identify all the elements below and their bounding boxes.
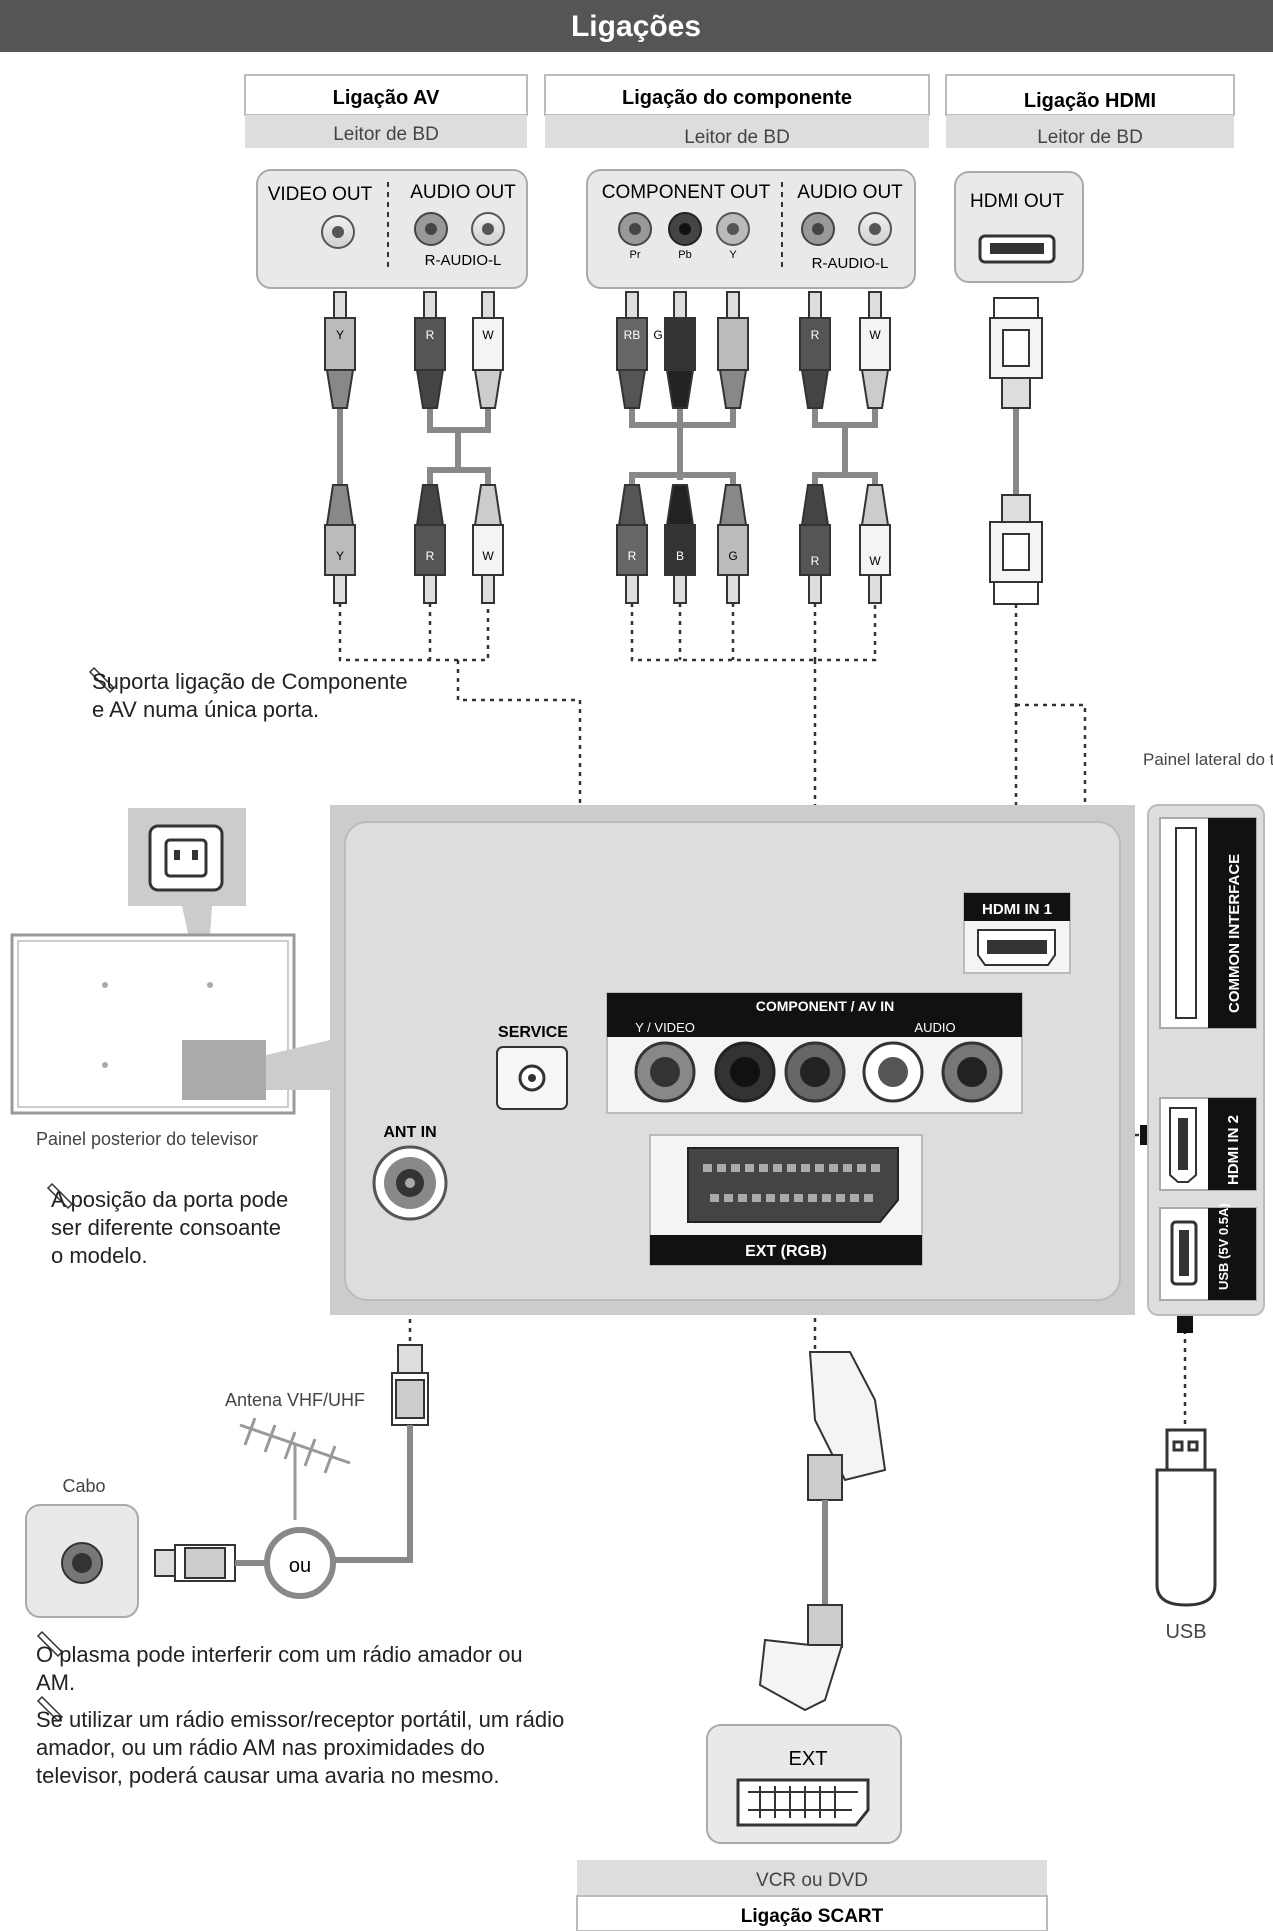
antenna-icon	[239, 1417, 351, 1520]
or-label: ou	[289, 1555, 311, 1577]
av-jacks	[321, 212, 505, 249]
rear-panel-label: Painel posterior do televisor	[36, 1129, 258, 1149]
component-pb-label: Pb	[678, 249, 691, 261]
plug-y-bottom: Y	[336, 549, 344, 563]
header-component: Ligação do componente Leitor de BD	[544, 74, 930, 148]
ant-in-plug	[391, 1344, 429, 1426]
plug-r-top-2: R	[811, 328, 820, 342]
rca-plugs-bottom	[324, 484, 891, 604]
tv-back-illustration	[10, 808, 330, 1115]
header-av-sub: Leitor de BD	[333, 124, 439, 145]
component-out-label: COMPONENT OUT	[602, 182, 771, 203]
hdmi-output-panel: HDMI OUT	[954, 171, 1084, 283]
component-output-panel: COMPONENT OUT AUDIO OUT R-AUDIO-L Pr Pb …	[586, 169, 916, 289]
ext-rgb-label: EXT (RGB)	[745, 1243, 827, 1260]
header-hdmi: Ligação HDMI Leitor de BD	[945, 74, 1235, 148]
component-audio-out-label: AUDIO OUT	[797, 182, 903, 203]
plug-w-top-2: W	[869, 328, 881, 342]
usb-port-label: USB (5V 0.5A)	[1216, 1203, 1231, 1290]
plug-w-bottom: W	[482, 549, 494, 563]
page-title: Ligações	[571, 10, 701, 43]
plug-g-top: G	[653, 328, 662, 342]
component-pr-label: Pr	[630, 249, 641, 261]
scart-device-port: EXT	[706, 1724, 902, 1844]
header-av: Ligação AV Leitor de BD	[244, 74, 528, 148]
component-cables	[629, 408, 878, 485]
header-component-title: Ligação do componente	[622, 87, 852, 109]
audio-label: AUDIO	[914, 1020, 955, 1035]
component-audio-rl-label: R-AUDIO-L	[812, 255, 889, 272]
footer-scart: VCR ou DVD Ligação SCART	[576, 1860, 1048, 1931]
plug-r-top: R	[426, 328, 435, 342]
component-av-in-label: COMPONENT / AV IN	[756, 998, 894, 1014]
scart-ext-label: EXT	[789, 1748, 828, 1770]
plug-r-bottom-3: R	[811, 554, 820, 568]
service-label: SERVICE	[498, 1024, 568, 1041]
header-av-title: Ligação AV	[333, 87, 440, 109]
common-interface-label: COMMON INTERFACE	[1226, 854, 1243, 1013]
usb-label: USB	[1165, 1621, 1206, 1643]
note-single-port: Suporta ligação de Componente e AV numa …	[92, 669, 408, 722]
scart-cable	[758, 1351, 887, 1712]
plug-w-top: W	[482, 328, 494, 342]
header-hdmi-sub: Leitor de BD	[1037, 127, 1143, 148]
plug-letters: Y R W RB G R W Y R W R B G R W	[336, 328, 881, 568]
header-hdmi-title: Ligação HDMI	[1024, 90, 1156, 112]
scart-device-label: VCR ou DVD	[756, 1870, 868, 1891]
note-port-position: A posição da porta pode ser diferente co…	[51, 1187, 289, 1268]
y-video-label: Y / VIDEO	[635, 1020, 695, 1035]
plug-r-bottom: R	[426, 549, 435, 563]
component-av-in-port: COMPONENT / AV IN Y / VIDEO AUDIO	[606, 992, 1023, 1114]
hdmi-in-1-label: HDMI IN 1	[982, 901, 1052, 918]
av-video-out-label: VIDEO OUT	[268, 184, 373, 205]
plug-w-bottom-2: W	[869, 554, 881, 568]
antenna-label: Antena VHF/UHF	[225, 1390, 365, 1410]
plug-r-bottom-2: R	[628, 549, 637, 563]
av-output-panel: VIDEO OUT AUDIO OUT R-AUDIO-L	[256, 169, 528, 289]
note-plasma: O plasma pode interferir com um rádio am…	[36, 1642, 523, 1695]
coax-plug	[154, 1544, 267, 1582]
usb-stick	[1155, 1428, 1217, 1607]
hdmi-in-1-port: HDMI IN 1	[963, 892, 1071, 974]
av-audio-out-label: AUDIO OUT	[410, 182, 516, 203]
hdmi-plugs	[989, 297, 1043, 605]
tv-side-panel: COMMON INTERFACE HDMI IN 2 USB (5V 0.5A)	[1147, 804, 1265, 1316]
ext-rgb-port: EXT (RGB)	[649, 1134, 923, 1266]
plug-y-top: Y	[336, 328, 344, 342]
plug-g-bottom: G	[728, 549, 737, 563]
note-radio: Se utilizar um rádio emissor/receptor po…	[36, 1707, 565, 1788]
header-component-sub: Leitor de BD	[684, 127, 790, 148]
cable-label: Cabo	[62, 1476, 105, 1496]
note-pencil-icons	[36, 666, 116, 1723]
av-cables	[337, 408, 491, 485]
rca-plugs-top	[324, 291, 891, 409]
cable-socket	[25, 1504, 139, 1618]
scart-header-label: Ligação SCART	[741, 1906, 884, 1927]
av-audio-rl-label: R-AUDIO-L	[425, 252, 502, 269]
title-bar	[0, 0, 1273, 52]
ant-in-label: ANT IN	[383, 1124, 436, 1141]
component-y-label: Y	[729, 249, 737, 261]
hdmi-out-label: HDMI OUT	[970, 191, 1064, 212]
side-panel-label: Painel lateral do televisor	[1143, 750, 1273, 769]
plug-b-bottom: B	[676, 549, 684, 563]
hdmi-in-2-label: HDMI IN 2	[1225, 1115, 1242, 1185]
plug-rb-top: RB	[624, 328, 641, 342]
antenna-cable	[328, 1425, 413, 1563]
